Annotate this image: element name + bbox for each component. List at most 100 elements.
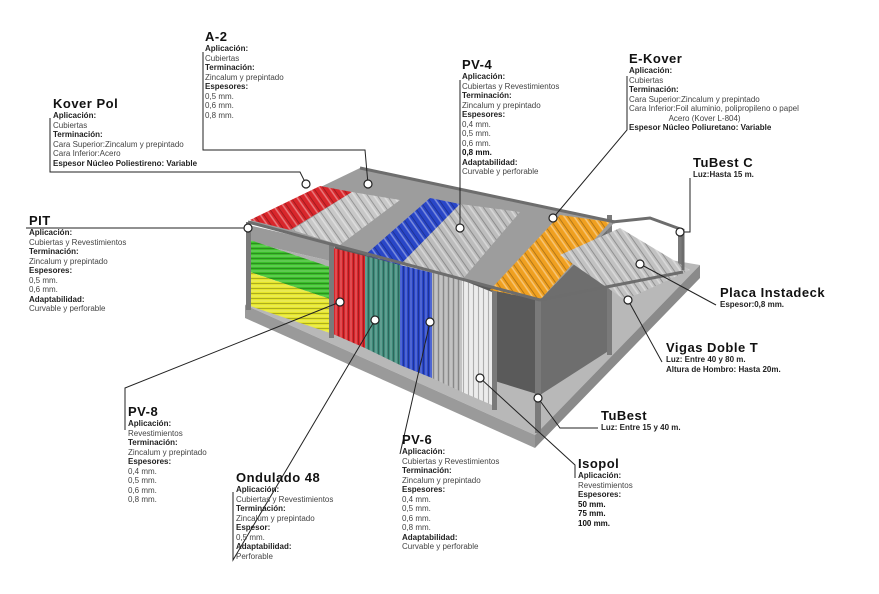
pit-wall-yellow-rib [250,272,333,334]
pit-wall-grey [248,225,335,262]
label-line: Luz: Entre 15 y 40 m. [601,423,681,432]
roof-front-beam [247,220,541,302]
ondulado-teal-rib [365,256,400,365]
pit-wall-green-rib [250,240,333,300]
label-line: Aplicación: [629,66,673,75]
label-line: Espesores: [128,457,172,466]
label-line: Zincalum y prepintado [236,513,315,523]
pv6-grey-rib [432,272,462,392]
label-line: Zincalum y prepintado [462,100,541,110]
label-line: Cara Superior:Zincalum y prepintado [629,94,760,104]
label-line: Aplicación: [578,471,622,480]
leader-tubest-dot [533,393,543,403]
label-line: 0,8 mm. [402,523,431,532]
roof-kover-red-rib [250,186,352,230]
leader-kover-pol-dot [301,179,311,189]
label-line: Terminación: [462,91,512,100]
label-line: 0,4 mm. [402,494,431,504]
leader-isopol [479,377,576,478]
label-line: Zincalum y prepintado [128,447,207,457]
label-placa-instadeck: Placa Instadeck Espesor:0,8 mm. [720,286,825,310]
floor-slab-edge-right [535,265,700,448]
label-line: Terminación: [29,247,79,256]
label-line: 0,5 mm. [236,532,265,542]
label-line: Luz: Entre 40 y 80 m. [666,355,746,364]
label-line: Revestimientos [578,480,633,490]
label-line: Terminación: [402,466,452,475]
leader-pit-dot [243,223,253,233]
label-line: Perforable [236,551,273,561]
label-line: Adaptabilidad: [236,542,292,551]
leader-tubest-c-dot [675,227,685,237]
label-line: Zincalum y prepintado [205,72,284,82]
label-a2-title: A-2 [205,29,228,44]
label-line: Terminación: [236,504,286,513]
leader-e-kover [552,76,628,219]
label-line: Espesores: [29,266,73,275]
leader-instadeck-dot [635,259,645,269]
label-line: Revestimientos [128,428,183,438]
label-line: Zincalum y prepintado [402,475,481,485]
label-line: Aplicación: [205,44,249,53]
label-line: Adaptabilidad: [402,532,458,542]
label-line: Cubiertas y Revestimientos [462,81,560,91]
label-line: Espesores: [402,485,446,494]
leader-ondulado [232,319,376,562]
label-line: Espesores: [578,490,622,499]
label-line: 0,8 mm. [462,148,492,157]
label-pv8-title: PV-8 [128,404,159,419]
leader-pv6 [399,321,431,455]
leader-vigas-dot [623,295,633,305]
label-tubest-c-title: TuBest C [693,155,754,170]
label-line: Espesores: [205,82,249,91]
label-line: Aplicación: [236,485,280,494]
label-placa-instadeck-title: Placa Instadeck [720,285,826,300]
label-line: Cubiertas [53,120,88,130]
label-line: Cubiertas y Revestimientos [29,237,127,247]
label-line: 0,6 mm. [462,138,491,148]
label-line: Cubiertas y Revestimientos [236,494,334,504]
label-tubest-title: TuBest [601,408,648,423]
label-line: 0,6 mm. [402,513,431,523]
label-line: Cubiertas y Revestimientos [402,456,500,466]
label-vigas-doble-t-title: Vigas Doble T [666,340,759,355]
label-line: Adaptabilidad: [29,294,85,304]
label-line: Aplicación: [29,228,73,237]
label-isopol-title: Isopol [578,456,620,471]
label-line: Terminación: [53,130,103,139]
label-line: Cara Superior:Zincalum y prepintado [53,139,184,149]
label-line: Terminación: [629,85,679,94]
roof-ekover-orange-rib [490,215,610,300]
leader-pv6-dot [425,317,435,327]
label-line: 0,5 mm. [462,129,491,138]
leader-pv4-dot [455,223,465,233]
label-line: 0,6 mm. [128,485,157,495]
label-pit-title: PIT [29,213,51,228]
label-line: 0,8 mm. [128,495,157,504]
leader-lines [26,52,717,562]
label-line: 0,5 mm. [29,275,58,285]
label-line: Espesor Núcleo Poliestireno: Variable [53,158,198,168]
floor-slab-edge [245,305,535,448]
label-pit: PIT Aplicación:Cubiertas y Revestimiento… [29,214,126,314]
label-line: Curvable y perforable [462,167,539,176]
instadeck-rib [560,228,690,300]
label-line: Cubiertas [629,75,664,85]
label-line: Altura de Hombro: Hasta 20m. [666,364,781,374]
label-ondulado-48-title: Ondulado 48 [236,470,321,485]
label-line: Espesor:0,8 mm. [720,300,785,309]
roof-a2-grey-rib [292,192,400,245]
label-e-kover-title: E-Kover [629,51,683,66]
label-line: 0,4 mm. [462,119,491,129]
leader-e-kover-dot [548,213,558,223]
roof-ridge-beam [359,166,616,224]
label-line: Cara Inferior:Foil aluminio, polipropile… [629,104,799,113]
label-line: Espesor Núcleo Poliuretano: Variable [629,123,772,132]
label-line: 0,5 mm. [205,91,234,101]
leader-tubest [537,397,598,429]
